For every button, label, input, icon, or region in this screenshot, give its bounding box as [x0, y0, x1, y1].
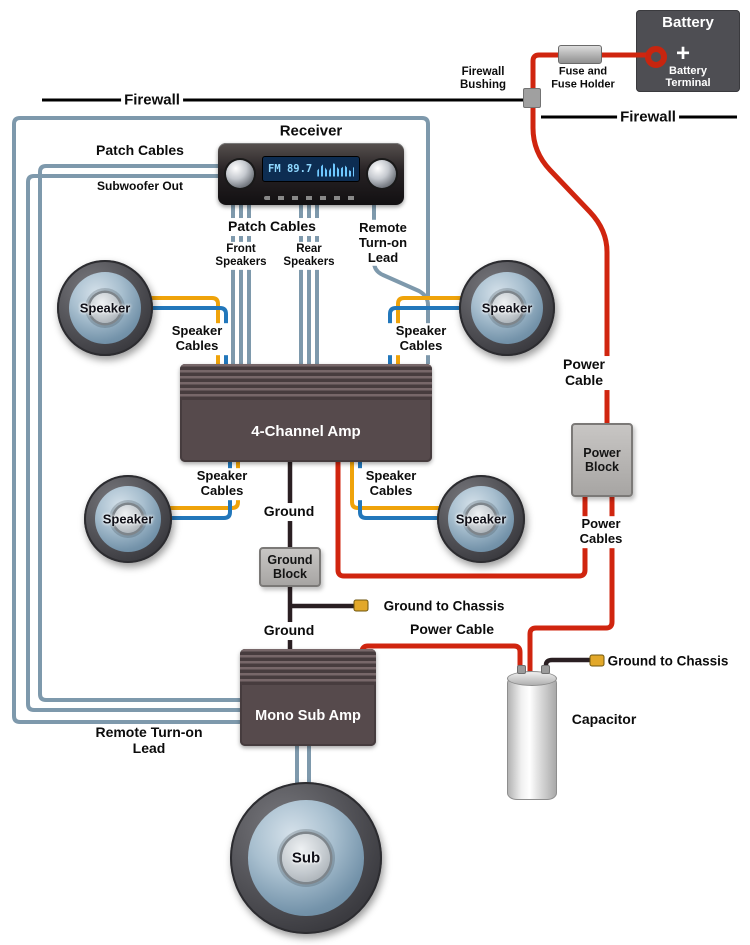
power-cables-label: Power Cables [572, 516, 630, 548]
capacitor-label: Capacitor [571, 711, 637, 728]
remote-lead-to-mono-amp [12, 116, 430, 724]
capacitor-negative-terminal [541, 665, 550, 674]
speaker-cables-label-rl: Speaker Cables [189, 468, 255, 500]
capacitor-positive-terminal [517, 665, 526, 674]
fuse-label: Fuse and Fuse Holder [548, 64, 618, 92]
subwoofer-patch-cable-2 [26, 174, 240, 712]
rear-speakers-label: Rear Speakers [280, 241, 338, 271]
mono-sub-amp: Mono Sub Amp [240, 649, 376, 746]
chassis-terminal-1 [353, 599, 369, 612]
subwoofer: Sub [230, 782, 382, 934]
receiver: FM 89.7 [218, 143, 404, 205]
power-block: Power Block [571, 423, 633, 497]
ground-label-upper: Ground [260, 503, 318, 521]
chassis-terminal-2 [589, 654, 605, 667]
patch-cables-left-title: Patch Cables [93, 142, 187, 160]
power-cable-block-to-4ch-amp [335, 462, 588, 579]
firewall-label-right: Firewall [617, 107, 679, 127]
speaker-front-left: Speaker [57, 260, 153, 356]
receiver-display: FM 89.7 [262, 156, 360, 182]
front-speakers-label: Front Speakers [211, 241, 271, 271]
four-channel-amp: 4-Channel Amp [180, 364, 432, 462]
capacitor [507, 665, 557, 800]
speaker-dust-cap [466, 504, 496, 534]
speaker-cables-label-rr: Speaker Cables [358, 468, 424, 500]
speaker-cable-fr-positive [396, 296, 468, 364]
battery-plus-sign: + [676, 40, 691, 67]
speaker-dust-cap [89, 292, 121, 324]
power-cable-battery-to-block [530, 52, 646, 424]
battery-terminal-icon [645, 46, 667, 68]
speaker-cable-rl-negative [164, 462, 232, 520]
receiver-title: Receiver [279, 122, 343, 140]
ground-to-chassis-label-1: Ground to Chassis [380, 597, 508, 615]
speaker-cables-label-fl: Speaker Cables [164, 323, 230, 355]
ground-to-chassis-label-2: Ground to Chassis [604, 652, 732, 670]
firewall-bushing-label: Firewall Bushing [450, 64, 516, 94]
speaker-cone [447, 485, 515, 553]
subwoofer-out-label: Subwoofer Out [94, 179, 186, 195]
power-cable-capacitor-to-mono-amp [359, 643, 523, 680]
receiver-spectrum-bars [317, 163, 354, 177]
speaker-cable-rl-positive [162, 462, 240, 510]
battery-title: Battery [662, 14, 714, 31]
remote-lead-label-bottom: Remote Turn-on Lead [89, 724, 209, 758]
speaker-cone [94, 485, 162, 553]
remote-lead-label-top: Remote Turn-on Lead [352, 219, 414, 267]
ground-label-lower: Ground [260, 622, 318, 640]
speaker-cables-label-fr: Speaker Cables [388, 323, 454, 355]
receiver-buttons [264, 196, 358, 200]
speaker-label: Speaker [481, 300, 533, 316]
battery: Battery + Battery Terminal [636, 10, 740, 92]
receiver-knob-right [368, 160, 396, 188]
subwoofer-label: Sub [291, 849, 321, 867]
battery-terminal-label: Battery Terminal [665, 64, 711, 89]
power-cable-label-right: Power Cable [557, 356, 611, 390]
speaker-cable-fr-negative [388, 306, 468, 364]
speaker-label: Speaker [102, 511, 154, 527]
receiver-knob-left [226, 160, 254, 188]
speaker-cone [68, 271, 142, 345]
speaker-dust-cap [281, 833, 331, 883]
patch-cables-center-title: Patch Cables [225, 218, 319, 236]
speaker-dust-cap [113, 504, 143, 534]
speaker-dust-cap [491, 292, 523, 324]
speaker-cable-fl-positive [140, 296, 220, 364]
speaker-front-right: Speaker [459, 260, 555, 356]
mono-sub-amp-label: Mono Sub Amp [255, 707, 361, 724]
ground-block: Ground Block [259, 547, 321, 587]
speaker-cable-rr-negative [358, 462, 446, 520]
speaker-rear-right: Speaker [437, 475, 525, 563]
ground-to-chassis-wire-2 [543, 657, 590, 672]
firewall-label-left: Firewall [121, 90, 183, 110]
receiver-frequency: FM 89.7 [268, 163, 313, 175]
speaker-cone [470, 271, 544, 345]
speaker-label: Speaker [455, 511, 507, 527]
speaker-cable-fl-negative [140, 306, 228, 364]
speaker-cable-rr-positive [350, 462, 448, 510]
power-cable-label-mono: Power Cable [406, 621, 498, 639]
firewall-bushing [523, 88, 541, 108]
speaker-rear-left: Speaker [84, 475, 172, 563]
four-channel-amp-label: 4-Channel Amp [251, 422, 361, 440]
power-cable-block-to-capacitor [527, 497, 615, 680]
speaker-cone [248, 800, 364, 916]
speaker-label: Speaker [79, 300, 131, 316]
fuse-holder [558, 45, 602, 64]
subwoofer-patch-cable-1 [38, 164, 240, 702]
